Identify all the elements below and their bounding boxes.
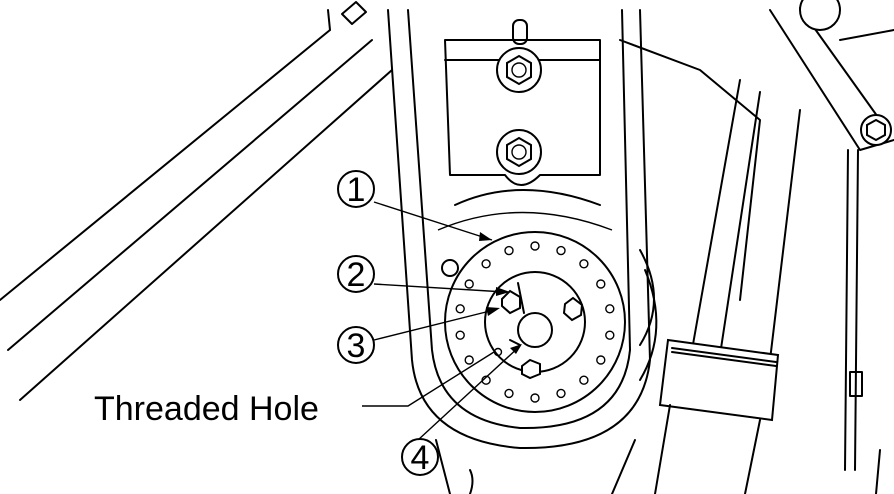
bolt-hole bbox=[455, 304, 465, 314]
left-frame-rails bbox=[0, 1, 393, 401]
callout-2-label: 2 bbox=[347, 256, 366, 294]
bolt-hole bbox=[464, 279, 474, 289]
callout-1: 1 bbox=[337, 170, 375, 209]
callout-3-label: 3 bbox=[347, 327, 366, 365]
rear-link bbox=[619, 39, 761, 381]
bolt-hole bbox=[455, 330, 465, 340]
leader-lines bbox=[362, 201, 522, 441]
slot-line bbox=[517, 282, 525, 314]
bolt-hole bbox=[596, 355, 606, 365]
bolt-hole bbox=[504, 245, 514, 256]
bolt-hole bbox=[464, 355, 474, 365]
bolt-hole bbox=[556, 388, 566, 399]
bolt-hole bbox=[530, 393, 540, 403]
callout-4-label: 4 bbox=[411, 439, 430, 477]
bolt-hole bbox=[481, 259, 491, 269]
callout-4: 4 bbox=[401, 438, 439, 477]
bolt-hole bbox=[504, 388, 514, 399]
lower-fragments bbox=[435, 439, 881, 494]
bolt-hole bbox=[605, 330, 615, 340]
callout-3: 3 bbox=[337, 326, 375, 365]
threaded-hole-icon bbox=[493, 347, 503, 357]
main-arm bbox=[387, 9, 651, 450]
bolt-hole bbox=[579, 259, 589, 269]
bolt-hole bbox=[579, 375, 589, 385]
bolt-hole bbox=[605, 304, 615, 314]
top-nut-icon bbox=[496, 47, 542, 93]
center-pin-icon bbox=[509, 312, 553, 348]
bolt-hole bbox=[530, 241, 540, 251]
callout-1-label: 1 bbox=[347, 171, 366, 209]
middle-nut-icon bbox=[496, 129, 542, 175]
gas-spring bbox=[654, 79, 801, 494]
callout-2: 2 bbox=[337, 255, 375, 294]
bolt-hole bbox=[596, 279, 606, 289]
upper-right-link bbox=[769, 0, 894, 471]
threaded-hole-label: Threaded Hole bbox=[94, 390, 319, 428]
bolt-hole bbox=[556, 245, 566, 256]
pivot-boss bbox=[441, 249, 655, 346]
